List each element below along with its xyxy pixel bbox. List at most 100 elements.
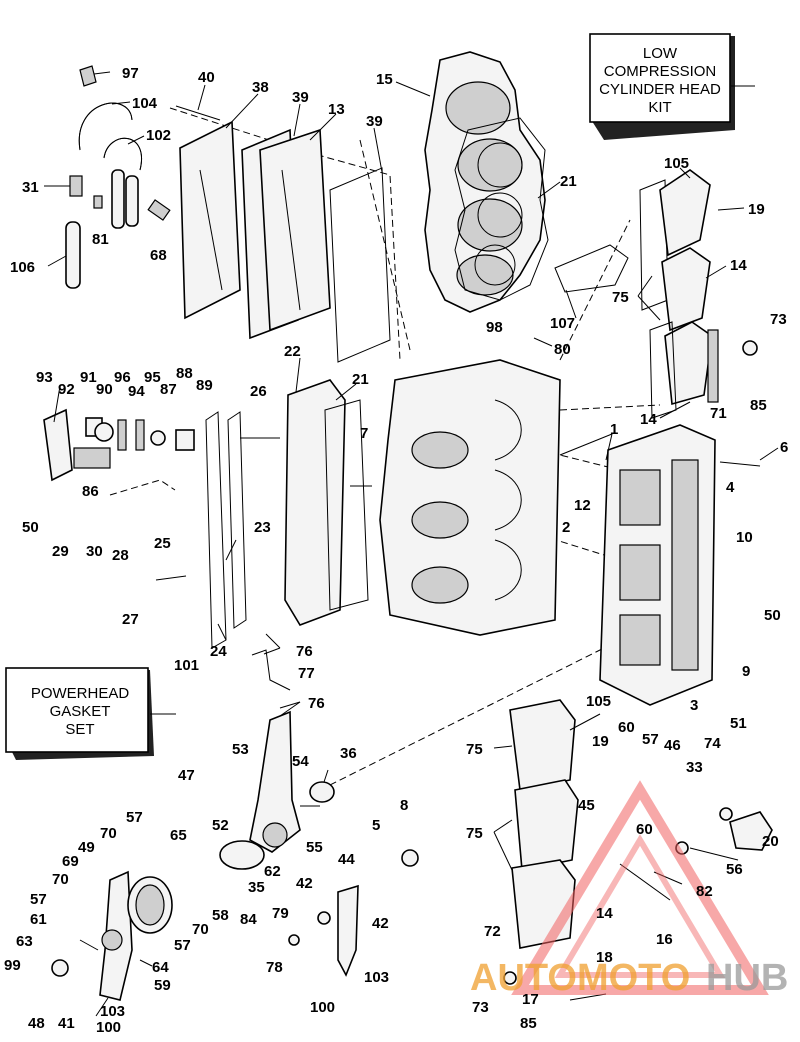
callout-70: 70 xyxy=(100,825,117,842)
low-compression-kit-line4: KIT xyxy=(648,99,671,116)
callout-49: 49 xyxy=(78,839,95,856)
callout-57: 57 xyxy=(174,937,191,954)
callout-23: 23 xyxy=(254,519,271,536)
callout-16: 16 xyxy=(656,931,673,948)
callout-69: 69 xyxy=(62,853,79,870)
callout-76: 76 xyxy=(296,643,313,660)
callout-53: 53 xyxy=(232,741,249,758)
exhaust-cover-assembly xyxy=(179,120,391,363)
callout-59: 59 xyxy=(154,977,171,994)
powerhead-gasket-kit-line3: SET xyxy=(65,721,94,738)
callout-10: 10 xyxy=(736,529,753,546)
callout-15: 15 xyxy=(376,71,393,88)
callout-48: 48 xyxy=(28,1015,45,1032)
callout-13: 13 xyxy=(328,101,345,118)
callout-90: 90 xyxy=(96,381,113,398)
callout-56: 56 xyxy=(726,861,743,878)
callout-14: 14 xyxy=(730,257,747,274)
callout-63: 63 xyxy=(16,933,33,950)
callout-6: 6 xyxy=(780,439,788,456)
callout-31: 31 xyxy=(22,179,39,196)
powerhead-gasket-kit-line2: GASKET xyxy=(50,703,111,720)
callout-55: 55 xyxy=(306,839,323,856)
callout-4: 4 xyxy=(726,479,735,496)
reed-valve-upper xyxy=(639,169,719,419)
callout-92: 92 xyxy=(58,381,75,398)
callout-24: 24 xyxy=(210,643,227,660)
callout-101: 101 xyxy=(174,657,199,674)
callout-76: 76 xyxy=(308,695,325,712)
callout-96: 96 xyxy=(114,369,131,386)
low-compression-kit-line2: COMPRESSION xyxy=(604,63,717,80)
callout-99: 99 xyxy=(4,957,21,974)
crankcase-half xyxy=(599,424,716,706)
callout-57: 57 xyxy=(30,891,47,908)
callout-100: 100 xyxy=(310,999,335,1016)
callout-28: 28 xyxy=(112,547,129,564)
callout-5: 5 xyxy=(372,817,380,834)
callout-70: 70 xyxy=(52,871,69,888)
callout-2: 2 xyxy=(562,519,570,536)
callout-18: 18 xyxy=(596,949,613,966)
callout-54: 54 xyxy=(292,753,309,770)
callout-64: 64 xyxy=(152,959,169,976)
callout-30: 30 xyxy=(86,543,103,560)
callout-85: 85 xyxy=(520,1015,537,1032)
callout-52: 52 xyxy=(212,817,229,834)
callout-17: 17 xyxy=(522,991,539,1008)
callout-79: 79 xyxy=(272,905,289,922)
callout-40: 40 xyxy=(198,69,215,86)
callout-86: 86 xyxy=(82,483,99,500)
callout-19: 19 xyxy=(748,201,765,218)
callout-75: 75 xyxy=(612,289,629,306)
callout-47: 47 xyxy=(178,767,195,784)
callout-45: 45 xyxy=(578,797,595,814)
callout-84: 84 xyxy=(240,911,257,928)
callout-50: 50 xyxy=(22,519,39,536)
hoses-and-fittings xyxy=(65,65,171,289)
thermostat-assembly xyxy=(43,408,195,482)
callout-39: 39 xyxy=(292,89,309,106)
callout-94: 94 xyxy=(128,383,145,400)
callout-95: 95 xyxy=(144,369,161,386)
callout-100: 100 xyxy=(96,1019,121,1036)
callout-42: 42 xyxy=(296,875,313,892)
powerhead-gasket-kit-line1: POWERHEAD xyxy=(31,685,130,702)
callout-103: 103 xyxy=(100,1003,125,1020)
callout-46: 46 xyxy=(664,737,681,754)
callout-62: 62 xyxy=(264,863,281,880)
cylinder-head-gasket xyxy=(454,117,549,301)
callout-51: 51 xyxy=(730,715,747,732)
powerhead-gasket-kit-box: POWERHEAD GASKET SET xyxy=(5,667,176,760)
callout-21: 21 xyxy=(352,371,369,388)
callout-98: 98 xyxy=(486,319,503,336)
callout-72: 72 xyxy=(484,923,501,940)
callout-104: 104 xyxy=(132,95,158,112)
cylinder-block xyxy=(379,359,561,636)
callout-12: 12 xyxy=(574,497,591,514)
callout-14: 14 xyxy=(640,411,657,428)
callout-80: 80 xyxy=(554,341,571,358)
callout-78: 78 xyxy=(266,959,283,976)
bracket xyxy=(729,811,773,851)
callout-82: 82 xyxy=(696,883,713,900)
low-compression-kit-box: LOW COMPRESSION CYLINDER HEAD KIT xyxy=(589,33,755,140)
callout-26: 26 xyxy=(250,383,267,400)
callout-14: 14 xyxy=(596,905,613,922)
callout-39: 39 xyxy=(366,113,383,130)
callout-60: 60 xyxy=(618,719,635,736)
fasteners xyxy=(51,105,761,1001)
callout-41: 41 xyxy=(58,1015,75,1032)
callout-27: 27 xyxy=(122,611,139,628)
side-cover-assembly xyxy=(205,379,369,649)
callout-57: 57 xyxy=(642,731,659,748)
callout-91: 91 xyxy=(80,369,97,386)
callout-3: 3 xyxy=(690,697,698,714)
callout-44: 44 xyxy=(338,851,355,868)
callout-1: 1 xyxy=(610,421,618,438)
callout-74: 74 xyxy=(704,735,721,752)
callout-89: 89 xyxy=(196,377,213,394)
callout-7: 7 xyxy=(360,425,368,442)
